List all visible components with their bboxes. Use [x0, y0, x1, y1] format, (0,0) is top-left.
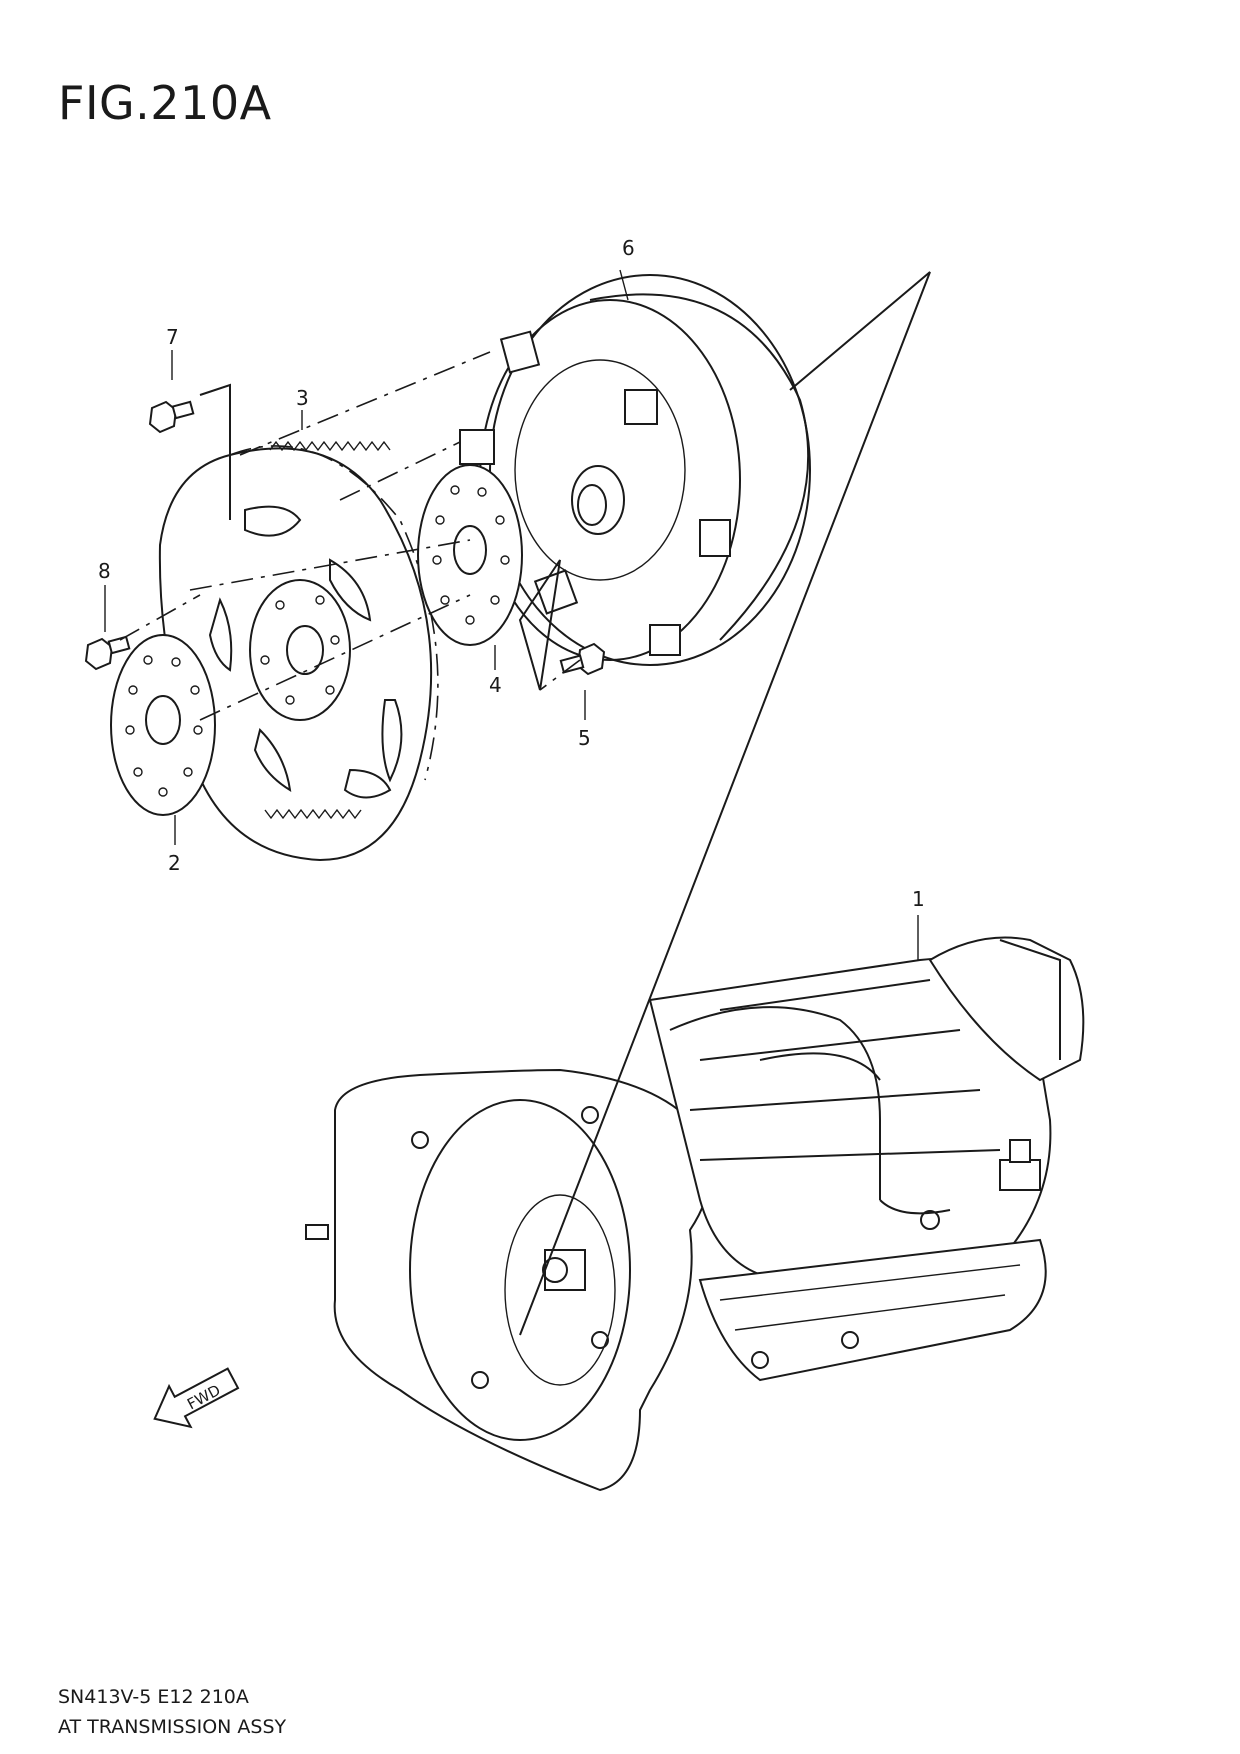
fwd-arrow-icon: FWD	[153, 1367, 240, 1429]
bolt-part-5[interactable]	[559, 642, 606, 676]
plate-part-4[interactable]	[417, 464, 523, 646]
callout-6: 6	[622, 236, 635, 260]
callout-2: 2	[168, 851, 181, 875]
callout-3: 3	[296, 386, 309, 410]
bolt-part-8[interactable]	[84, 635, 131, 671]
bolt-part-7[interactable]	[148, 400, 195, 434]
footer: SN413V-5 E12 210A AT TRANSMISSION ASSY	[58, 1682, 286, 1742]
assembly-lines	[104, 269, 931, 1336]
callout-4: 4	[489, 673, 502, 697]
footer-code: SN413V-5 E12 210A	[58, 1686, 249, 1708]
plate-part-2[interactable]	[110, 634, 216, 816]
figure-title: FIG.210A	[58, 76, 272, 130]
callout-5: 5	[578, 726, 591, 750]
callout-8: 8	[98, 559, 111, 583]
transmission-assembly-part-1[interactable]	[305, 936, 1085, 1492]
torque-converter-part-6[interactable]	[459, 274, 811, 666]
drive-plate-part-3[interactable]	[158, 440, 439, 862]
callout-1: 1	[912, 887, 925, 911]
footer-caption: AT TRANSMISSION ASSY	[58, 1716, 287, 1738]
callout-7: 7	[166, 325, 179, 349]
